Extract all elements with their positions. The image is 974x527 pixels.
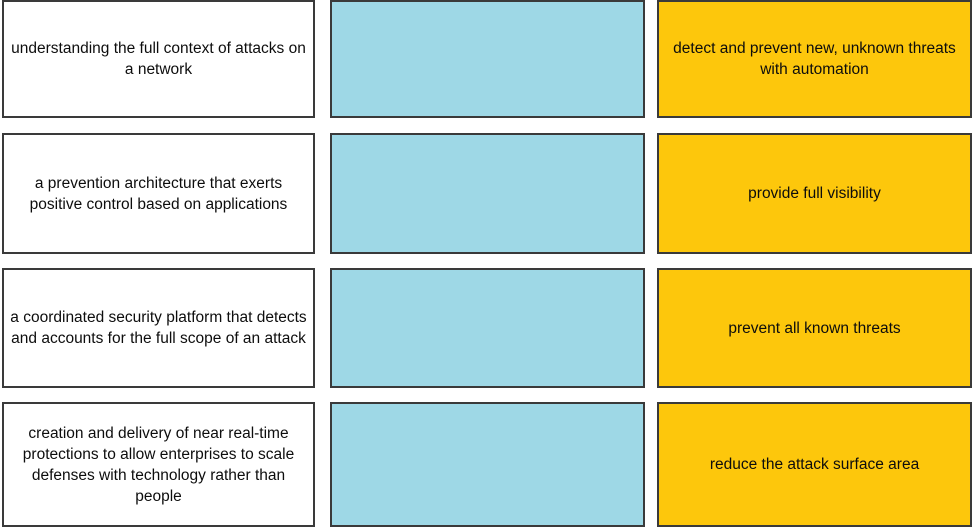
term-card-label: a coordinated security platform that det… (10, 309, 307, 347)
answer-dropzone[interactable] (330, 133, 645, 254)
term-card[interactable]: a prevention architecture that exerts po… (2, 133, 315, 254)
matching-row: a coordinated security platform that det… (0, 268, 974, 388)
answer-dropzone[interactable] (330, 0, 645, 118)
answer-dropzone[interactable] (330, 402, 645, 527)
definition-card-label: detect and prevent new, unknown threats … (673, 40, 956, 78)
definition-card-label: reduce the attack surface area (709, 456, 920, 473)
term-card-label: creation and delivery of near real-time … (22, 424, 295, 505)
term-card[interactable]: understanding the full context of attack… (2, 0, 315, 118)
definition-card[interactable]: detect and prevent new, unknown threats … (657, 0, 972, 118)
matching-row: understanding the full context of attack… (0, 0, 974, 118)
definition-card[interactable]: provide full visibility (657, 133, 972, 254)
definition-card[interactable]: reduce the attack surface area (657, 402, 972, 527)
matching-row: a prevention architecture that exerts po… (0, 133, 974, 254)
term-card-label: understanding the full context of attack… (11, 40, 306, 78)
term-card[interactable]: a coordinated security platform that det… (2, 268, 315, 388)
term-card[interactable]: creation and delivery of near real-time … (2, 402, 315, 527)
definition-card-label: provide full visibility (748, 185, 881, 202)
definition-card[interactable]: prevent all known threats (657, 268, 972, 388)
answer-dropzone[interactable] (330, 268, 645, 388)
matching-row: creation and delivery of near real-time … (0, 402, 974, 527)
term-card-label: a prevention architecture that exerts po… (29, 174, 288, 213)
definition-card-label: prevent all known threats (728, 319, 901, 337)
